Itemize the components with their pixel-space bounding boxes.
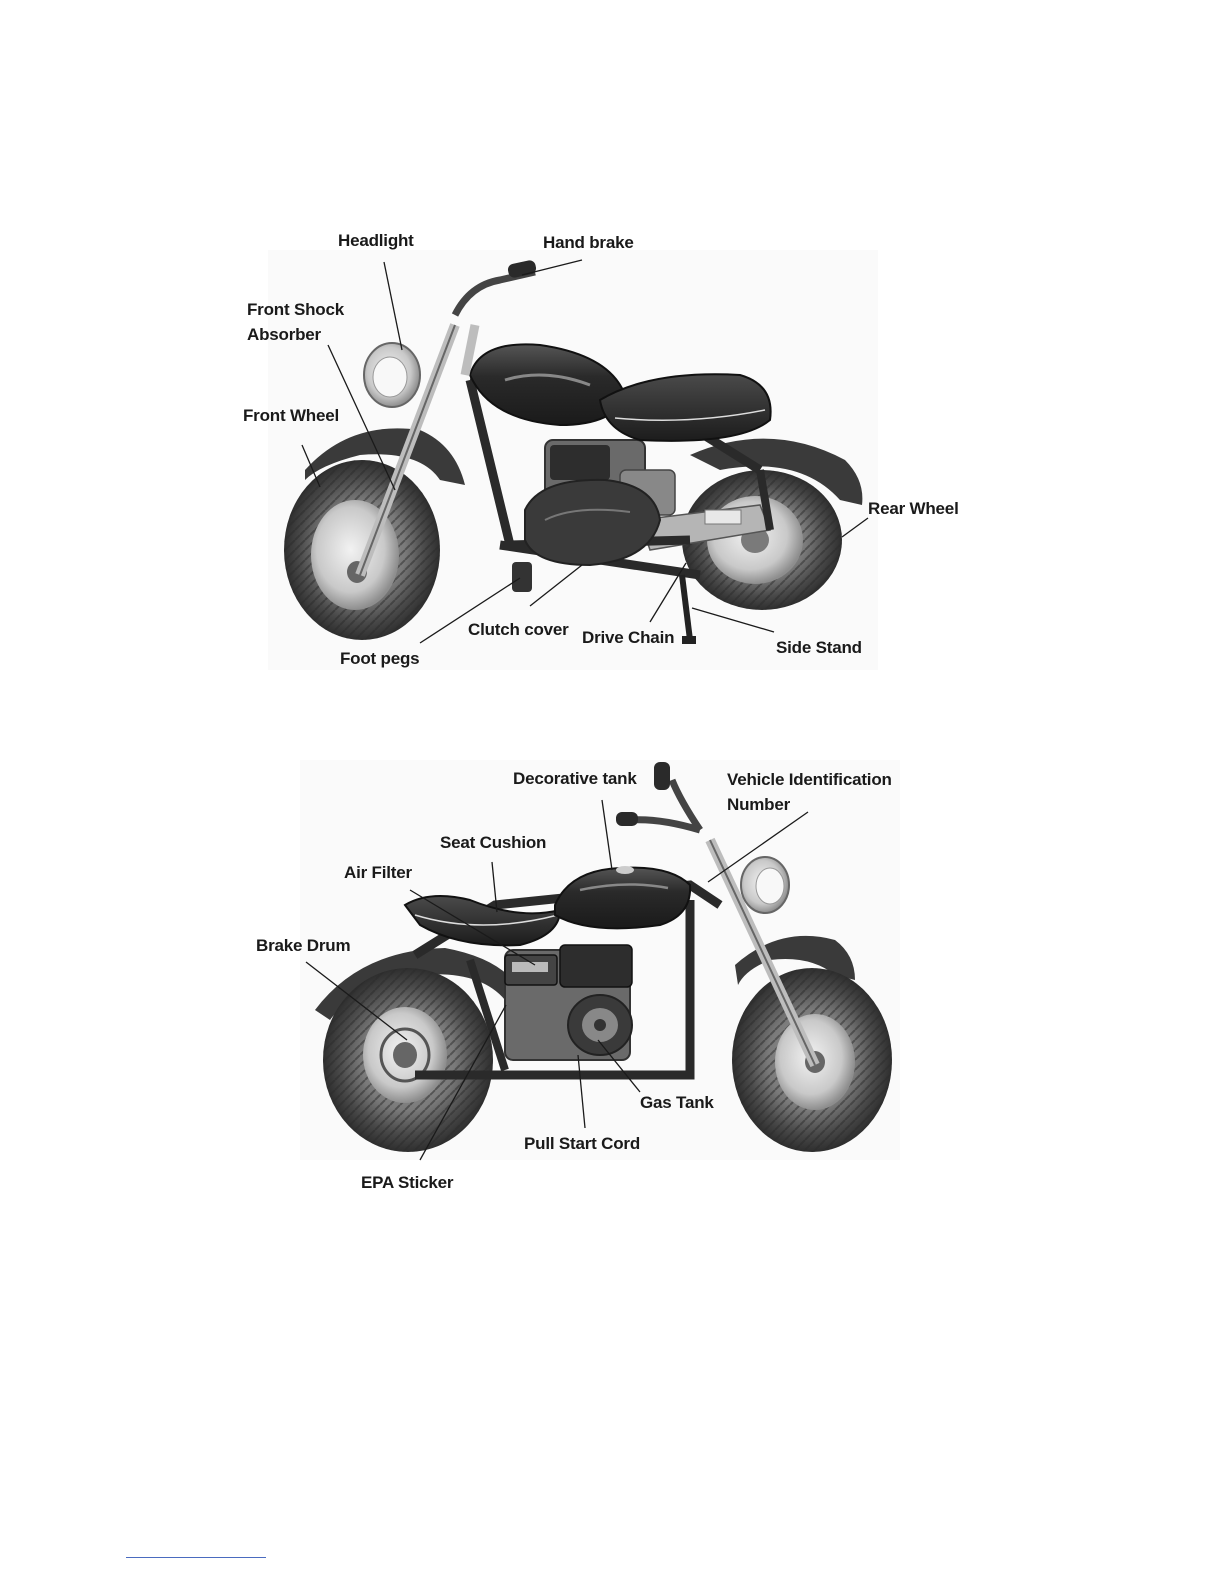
label-pull-start-cord: Pull Start Cord [524, 1131, 640, 1156]
footnote-rule [126, 1557, 266, 1558]
label-air-filter: Air Filter [344, 860, 412, 885]
label-hand-brake: Hand brake [543, 230, 634, 255]
label-front-wheel: Front Wheel [243, 403, 339, 428]
label-foot-pegs: Foot pegs [340, 646, 419, 671]
label-rear-wheel: Rear Wheel [868, 496, 959, 521]
label-front-shock-line2: Absorber [247, 322, 321, 347]
label-decorative-tank: Decorative tank [513, 766, 637, 791]
label-vin-line1: Vehicle Identification [727, 767, 892, 792]
label-seat-cushion: Seat Cushion [440, 830, 546, 855]
label-front-shock-line1: Front Shock [247, 297, 344, 322]
label-side-stand: Side Stand [776, 635, 862, 660]
figure1-bike [268, 250, 878, 670]
label-gas-tank: Gas Tank [640, 1090, 714, 1115]
label-vin-line2: Number [727, 792, 790, 817]
label-drive-chain: Drive Chain [582, 625, 674, 650]
label-epa-sticker: EPA Sticker [361, 1170, 453, 1195]
label-headlight: Headlight [338, 228, 414, 253]
label-clutch-cover: Clutch cover [468, 617, 569, 642]
label-brake-drum: Brake Drum [256, 933, 350, 958]
figure2-bike [300, 760, 900, 1160]
